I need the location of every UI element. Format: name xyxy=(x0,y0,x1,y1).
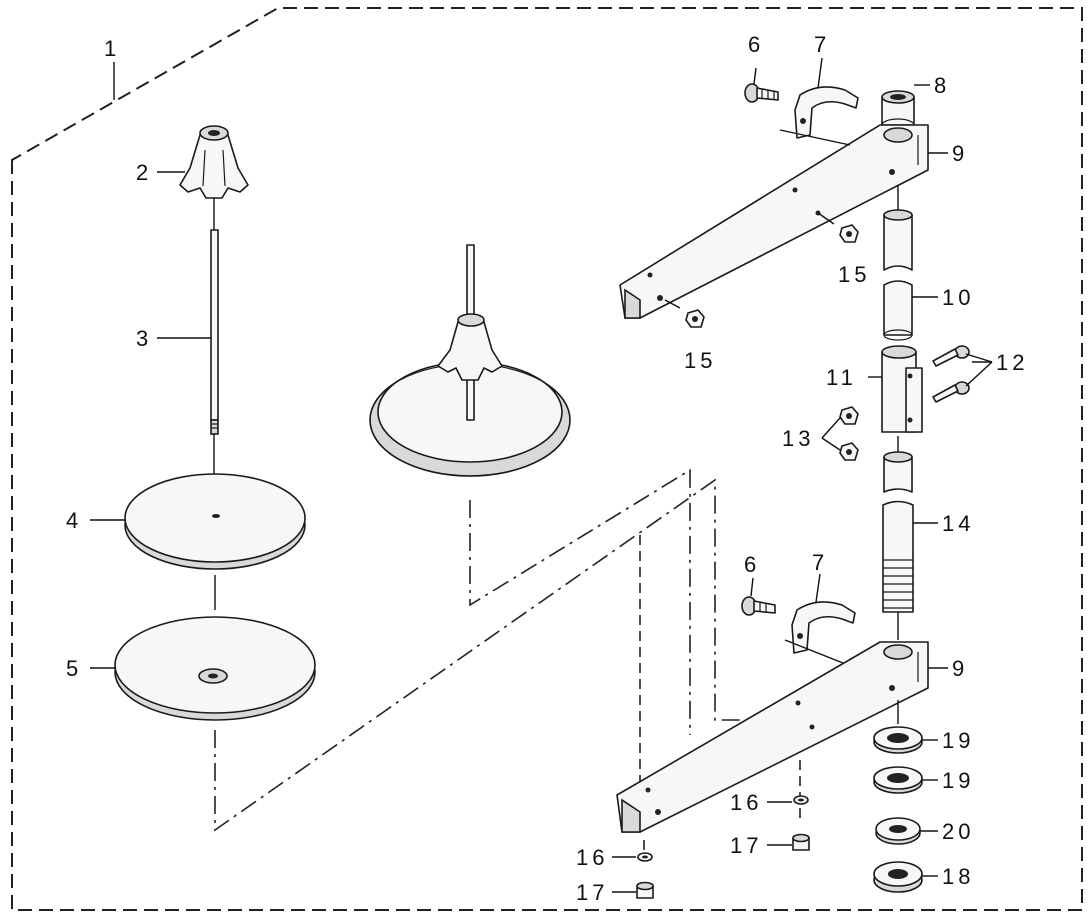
callout-10: 10 xyxy=(942,285,974,310)
callout-6b: 6 xyxy=(744,552,760,577)
part-19-washer-b xyxy=(873,766,923,794)
part-3-spool-pin xyxy=(210,229,219,435)
part-16-washer-a xyxy=(793,795,809,805)
callout-18: 18 xyxy=(942,864,974,889)
part-9-arm-upper xyxy=(619,124,929,319)
callout-19b: 19 xyxy=(942,768,974,793)
part-2-spool-cap xyxy=(179,125,249,199)
part-6-screw-upper xyxy=(744,83,779,103)
callout-1: 1 xyxy=(104,36,120,61)
assembly-frame xyxy=(11,7,1083,911)
callout-17b: 17 xyxy=(576,880,608,905)
part-18-nut-washer xyxy=(873,861,923,893)
part-11-sleeve-clamp xyxy=(881,345,923,433)
part-17-nut-b xyxy=(636,881,654,899)
callout-7b: 7 xyxy=(812,550,828,575)
assembled-spool-stand xyxy=(369,244,571,477)
callout-20: 20 xyxy=(942,819,974,844)
part-19-washer-a xyxy=(873,726,923,754)
part-7-clamp-lower xyxy=(791,601,856,654)
callout-11: 11 xyxy=(826,365,857,390)
connector-line-left xyxy=(214,478,800,832)
part-17-nut-a xyxy=(792,833,810,851)
callout-19a: 19 xyxy=(942,728,974,753)
part-9-arm-lower xyxy=(616,641,929,833)
part-15-nut-a xyxy=(839,224,859,243)
part-5-base-disk xyxy=(114,616,316,721)
part-12-screw-a xyxy=(932,345,970,367)
callout-8: 8 xyxy=(934,73,950,98)
part-16-washer-b xyxy=(637,852,653,862)
part-13-nut-a xyxy=(839,406,859,425)
callout-12: 12 xyxy=(996,350,1028,375)
part-12-screw-b xyxy=(932,381,970,403)
connector-line-mid xyxy=(469,468,691,735)
callout-9b: 9 xyxy=(952,656,968,681)
part-13-nut-b xyxy=(839,442,859,461)
part-20-washer xyxy=(875,817,921,845)
callout-16b: 16 xyxy=(576,845,608,870)
part-10-tube xyxy=(883,209,913,341)
callout-14: 14 xyxy=(942,511,974,536)
part-15-nut-b xyxy=(685,309,705,328)
callout-16a: 16 xyxy=(730,790,762,815)
part-6-screw-lower xyxy=(741,596,776,616)
part-7-clamp-upper xyxy=(794,86,859,139)
part-14-threaded-tube xyxy=(882,451,914,613)
callout-15b: 15 xyxy=(684,348,716,373)
callout-17a: 17 xyxy=(730,833,762,858)
callout-7a: 7 xyxy=(814,32,830,57)
callout-2: 2 xyxy=(136,160,152,185)
callout-6a: 6 xyxy=(748,32,764,57)
callout-3: 3 xyxy=(136,326,152,351)
callout-4: 4 xyxy=(66,508,82,533)
callout-15a: 15 xyxy=(838,262,870,287)
part-8-bushing xyxy=(881,90,915,132)
callout-13: 13 xyxy=(782,426,814,451)
callout-9a: 9 xyxy=(952,141,968,166)
callout-5: 5 xyxy=(66,656,82,681)
part-4-spool-disk xyxy=(124,473,306,570)
